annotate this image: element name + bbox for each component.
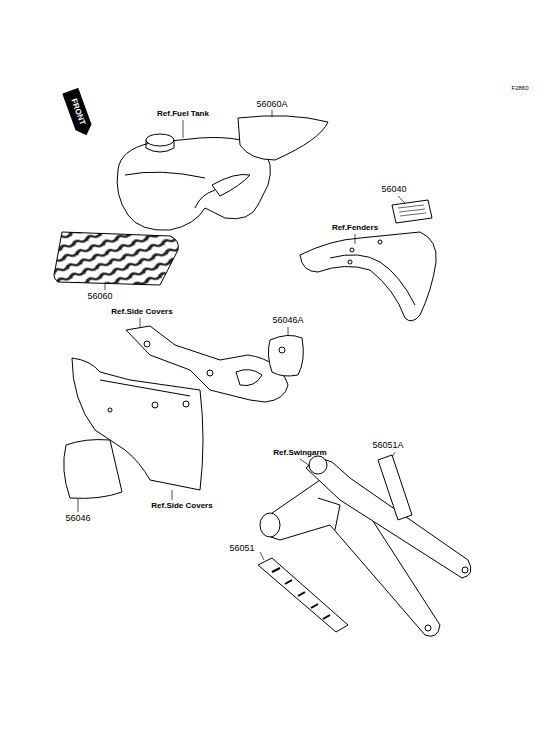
callout-number: 56051 <box>229 544 254 553</box>
rear-fender <box>300 232 436 321</box>
shroud-decal <box>54 232 178 285</box>
swingarm-decal-a <box>378 455 412 520</box>
callout-number: 56046A <box>272 316 303 325</box>
callout-number: 56046 <box>65 514 90 523</box>
figure-code: F2860 <box>511 85 528 91</box>
number-plate-a <box>268 335 303 376</box>
tank-decal <box>238 116 328 160</box>
number-plate <box>64 440 122 499</box>
reference-label: Ref.Side Covers <box>111 308 172 316</box>
callout-number: 56060 <box>87 292 112 301</box>
reference-label: Ref.Swingarm <box>273 449 326 457</box>
reference-label: Ref.Fenders <box>332 224 378 232</box>
reference-label: Ref.Fuel Tank <box>157 110 209 118</box>
callout-number: 56040 <box>381 185 406 194</box>
warning-label <box>392 200 432 223</box>
callout-number: 56051A <box>372 441 403 450</box>
callout-number: 56060A <box>256 100 287 109</box>
leader-lines <box>78 110 405 560</box>
front-tag <box>63 89 94 138</box>
swingarm-decal <box>258 558 348 632</box>
swingarm <box>260 456 471 636</box>
reference-label: Ref.Side Covers <box>151 502 212 510</box>
